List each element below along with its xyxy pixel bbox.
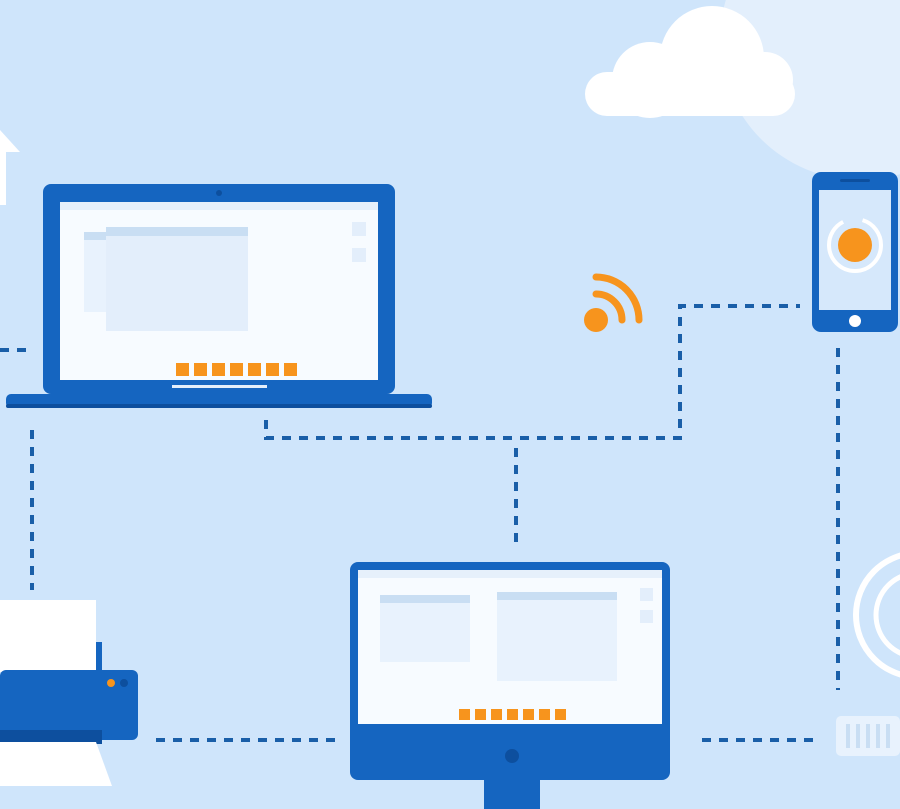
cloud-icon [585,6,795,118]
phone-sync-circle [827,217,883,273]
printer-light-orange [107,679,115,687]
server-signal-ring [853,552,900,678]
printer-light-blue [120,679,128,687]
printer-paper-top [0,600,96,672]
laptop-window-front [106,227,248,331]
laptop [6,184,432,408]
wifi-icon [584,273,643,332]
background-glow [720,0,900,180]
desktop-monitor [350,562,670,809]
printer-paper-out [0,742,112,786]
monitor-taskbar [459,709,566,720]
phone-home-button [849,315,861,327]
monitor-stand [484,780,540,809]
laptop-taskbar [176,363,297,376]
connection-laptop-hub [264,304,800,440]
monitor-window-left [380,595,470,662]
network-connections [0,304,840,742]
server [836,552,900,756]
monitor-power-button [505,749,519,763]
printer [0,600,138,786]
phone-sync-dot [838,228,872,262]
laptop-camera [216,190,222,196]
printer-body [0,670,138,740]
smartphone [812,172,898,332]
house-icon [0,130,20,205]
monitor-window-right [497,592,617,681]
